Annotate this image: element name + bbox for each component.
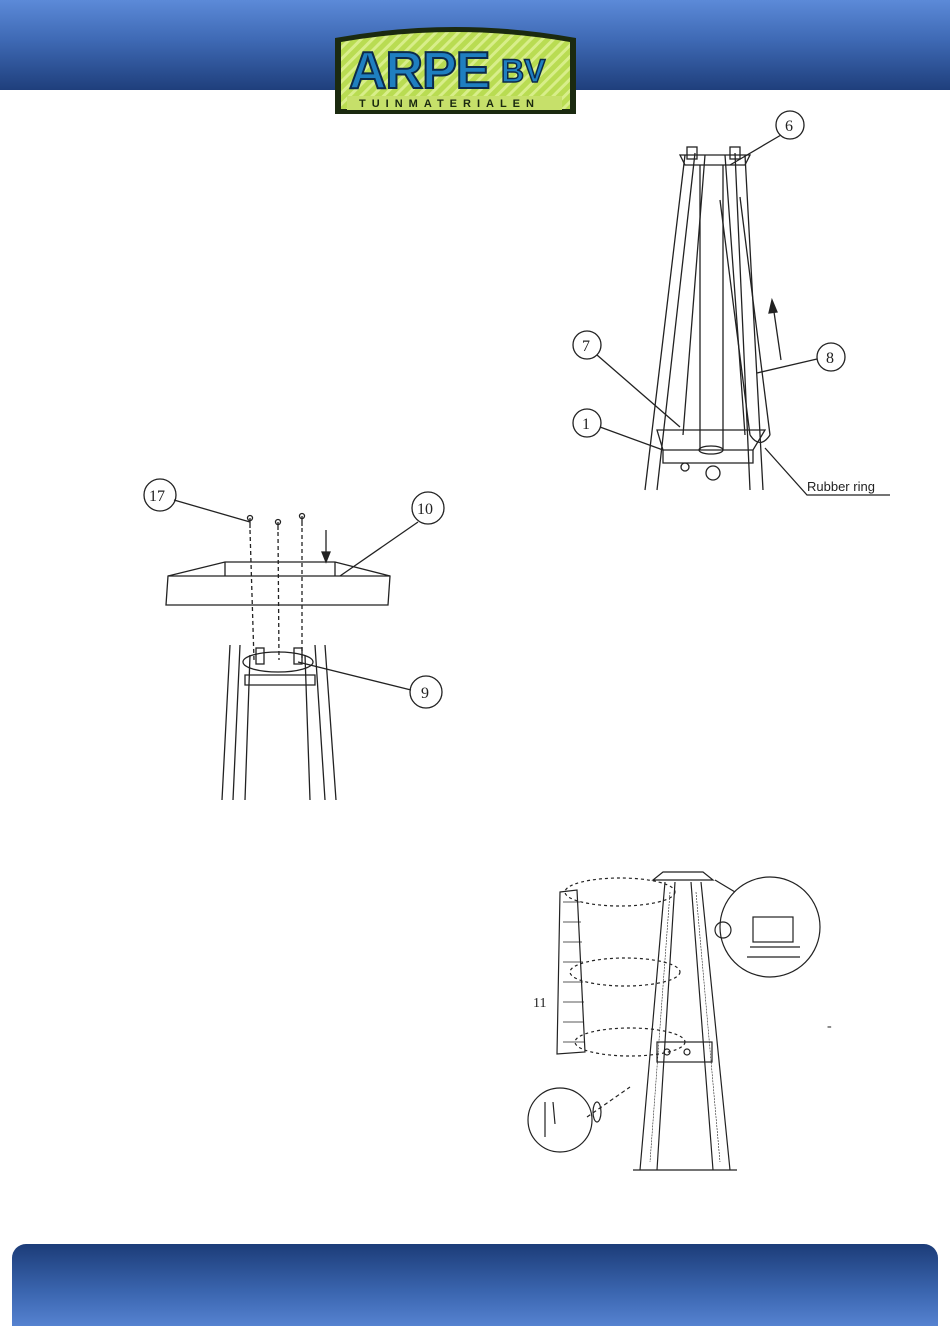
callout-9: 9	[421, 685, 429, 702]
arpe-logo: ARPE BV TUINMATERIALEN	[333, 20, 578, 116]
callout-10: 10	[417, 501, 433, 518]
figure-screen-panels: 11 -	[525, 862, 835, 1182]
dash-mark: -	[827, 1019, 832, 1034]
callout-11: 11	[533, 996, 546, 1011]
footer-band	[12, 1244, 938, 1332]
callout-7: 7	[582, 338, 590, 355]
callout-1: 1	[582, 416, 590, 433]
logo-tagline-text: TUINMATERIALEN	[359, 98, 540, 110]
logo-brand-text: ARPE	[349, 42, 489, 100]
rubber-ring-label: Rubber ring	[807, 479, 875, 494]
figure-reflector-assembly: 17 10 9	[130, 470, 460, 805]
figure-glass-tube-assembly: 6 7 8 1 Rubber ring	[545, 105, 950, 500]
callout-8: 8	[826, 350, 834, 367]
callout-17: 17	[149, 488, 165, 505]
footer-base	[0, 1326, 950, 1344]
logo-suffix-text: BV	[501, 53, 546, 89]
callout-6: 6	[785, 118, 793, 135]
